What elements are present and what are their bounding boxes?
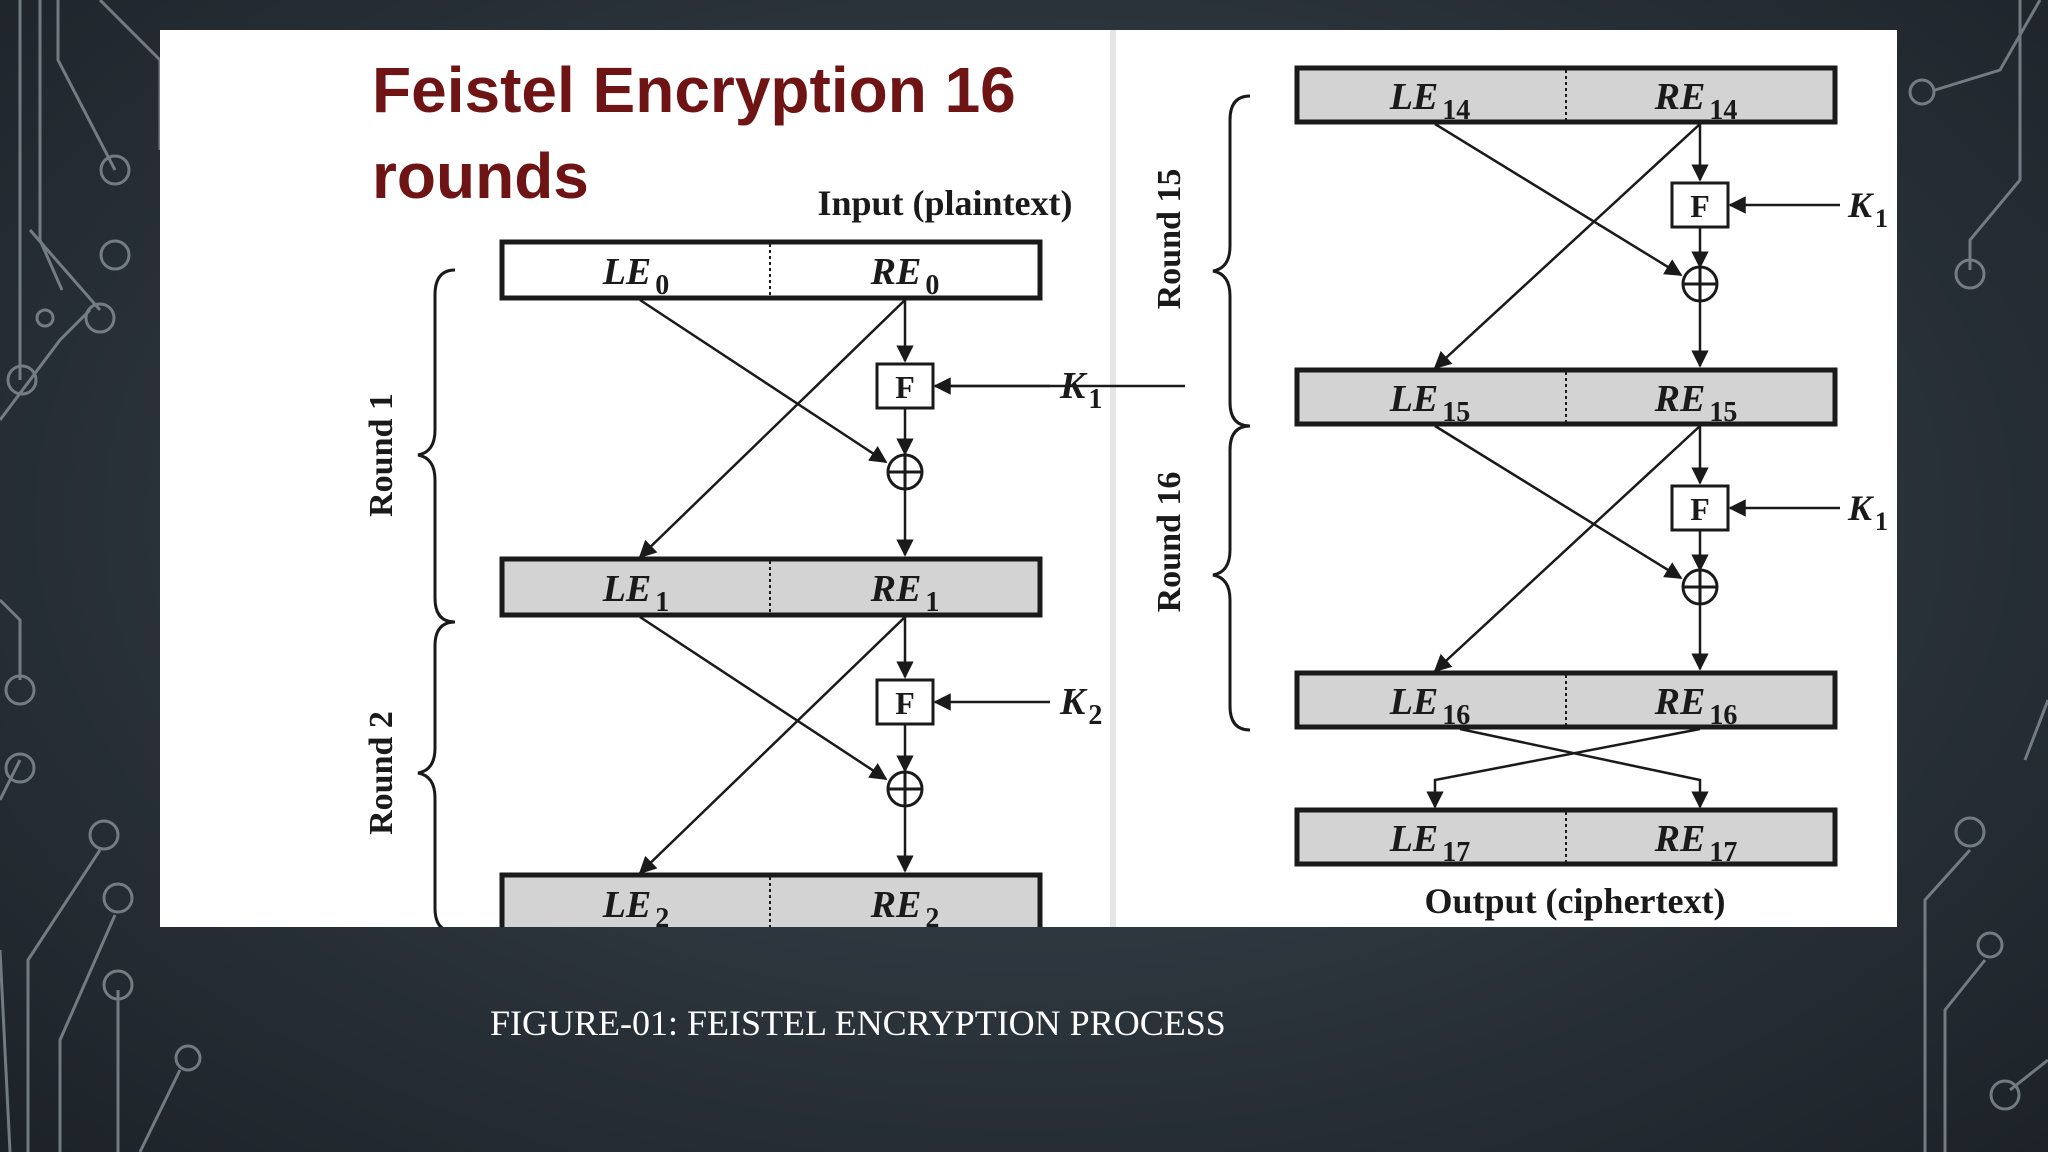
block-right-sub: 17 — [1709, 837, 1737, 868]
f-function-label: F — [895, 685, 915, 721]
f-function-label: F — [1690, 491, 1710, 527]
figure-caption: FIGURE-01: FEISTEL ENCRYPTION PROCESS — [490, 1003, 1226, 1043]
block-left-label: LE — [602, 568, 652, 610]
svg-text:RE0: RE0 — [870, 251, 940, 301]
round-key-label: K — [1847, 488, 1875, 528]
block-right-label: RE — [870, 251, 922, 293]
f-function-box: F — [1670, 484, 1730, 532]
svg-text:LE2: LE2 — [602, 884, 670, 927]
round-2-label: Round 2 — [363, 711, 400, 835]
svg-text:LE0: LE0 — [602, 251, 670, 301]
block-right-label: RE — [870, 568, 922, 610]
slide-image: Feistel Encryption 16 rounds Input (plai… — [160, 30, 1897, 927]
block-right-sub: 2 — [925, 903, 939, 927]
svg-text:K1: K1 — [1847, 488, 1888, 536]
round-16-brace — [1212, 424, 1251, 732]
svg-text:K1: K1 — [1847, 185, 1888, 233]
block-right-label: RE — [1654, 818, 1706, 860]
block-right-sub: 0 — [925, 270, 939, 301]
block-right-label: RE — [870, 884, 922, 926]
round-1-brace — [417, 268, 456, 624]
block-right-label: RE — [1654, 681, 1706, 723]
block-left-sub: 16 — [1442, 700, 1470, 731]
block-left-label: LE — [1389, 76, 1439, 118]
svg-text:LE1: LE1 — [602, 568, 670, 618]
round-15-label: Round 15 — [1151, 169, 1188, 310]
slide-heading-line-1: Feistel Encryption 16 — [372, 54, 1016, 126]
round-key-sub: 1 — [1875, 204, 1888, 233]
final-swap-flow — [1426, 727, 1709, 809]
block-left-label: LE — [1389, 681, 1439, 723]
input-label: Input (plaintext) — [817, 183, 1072, 223]
block-left-label: LE — [1389, 818, 1439, 860]
f-function-label: F — [1690, 188, 1710, 224]
svg-text:K2: K2 — [1059, 681, 1102, 731]
f-function-label: F — [895, 369, 915, 405]
f-function-box: F — [875, 362, 935, 410]
xor-icon — [886, 770, 924, 808]
svg-text:K1: K1 — [1059, 365, 1102, 415]
round-1-flow — [638, 298, 1185, 559]
round-1-label: Round 1 — [363, 393, 400, 517]
xor-icon — [1681, 265, 1719, 303]
block-left-sub: 17 — [1442, 837, 1470, 868]
round-key-label: K — [1059, 365, 1088, 407]
block-left-sub: 1 — [655, 587, 669, 618]
round-16-flow — [1433, 424, 1840, 673]
output-label: Output (ciphertext) — [1425, 881, 1726, 921]
block-right-label: RE — [1654, 378, 1706, 420]
round-15-flow — [1433, 122, 1840, 370]
slide-heading-line-2: rounds — [372, 140, 589, 212]
block-left-label: LE — [602, 884, 652, 926]
svg-text:RE2: RE2 — [870, 884, 940, 927]
round-key-label: K — [1059, 681, 1088, 723]
round-key-label: K — [1847, 185, 1875, 225]
round-2-brace — [417, 620, 456, 927]
block-right-label: RE — [1654, 76, 1706, 118]
block-left-label: LE — [602, 251, 652, 293]
round-2-flow — [638, 615, 1050, 875]
block-left-sub: 2 — [655, 903, 669, 927]
block-right-sub: 14 — [1709, 95, 1737, 126]
block-left-label: LE — [1389, 378, 1439, 420]
block-right-sub: 1 — [925, 587, 939, 618]
f-function-box: F — [875, 678, 935, 726]
xor-icon — [886, 453, 924, 491]
f-function-box: F — [1670, 181, 1730, 229]
round-key-sub: 1 — [1088, 384, 1102, 415]
block-left-sub: 0 — [655, 270, 669, 301]
xor-icon — [1681, 568, 1719, 606]
block-left-sub: 15 — [1442, 397, 1470, 428]
round-key-sub: 2 — [1088, 700, 1102, 731]
block-right-sub: 15 — [1709, 397, 1737, 428]
round-15-brace — [1212, 94, 1251, 428]
round-16-label: Round 16 — [1151, 472, 1188, 613]
round-key-sub: 1 — [1875, 507, 1888, 536]
block-right-sub: 16 — [1709, 700, 1737, 731]
svg-text:RE1: RE1 — [870, 568, 940, 618]
block-left-sub: 14 — [1442, 95, 1470, 126]
